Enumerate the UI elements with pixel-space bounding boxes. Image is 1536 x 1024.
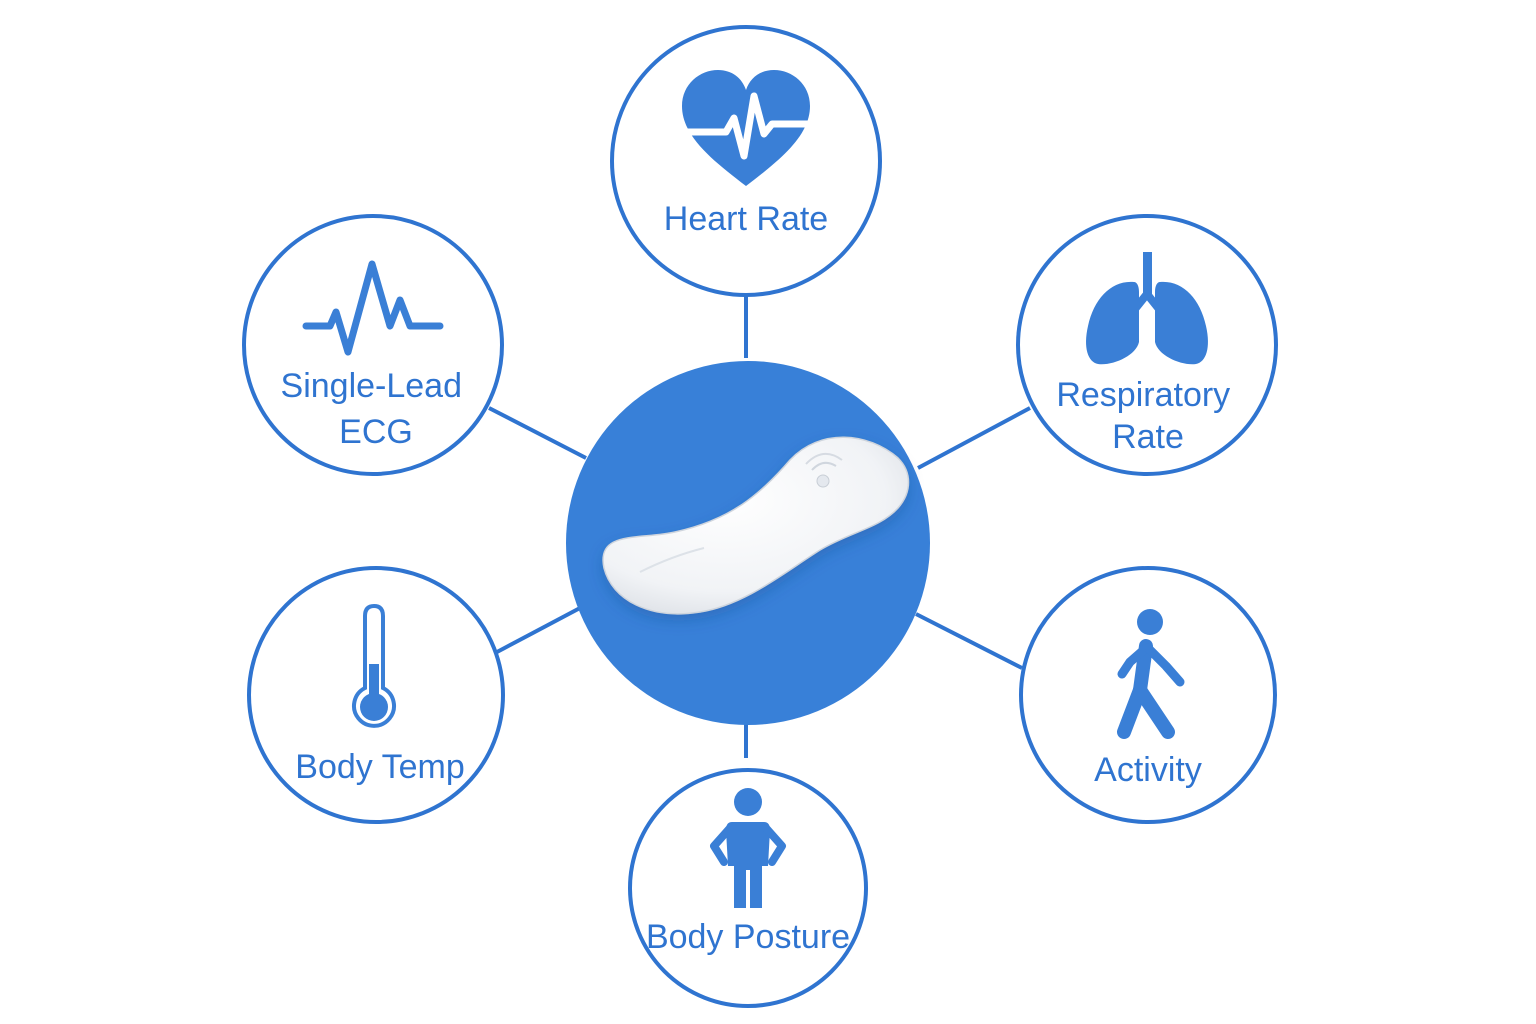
node-circle (1016, 214, 1278, 476)
label-line: Activity (1094, 751, 1202, 789)
standing-person-icon (710, 788, 786, 908)
node-activity: Activity (1019, 566, 1277, 824)
wearable-patch-icon (602, 436, 910, 615)
label-line: Rate (1112, 418, 1184, 456)
node-heart-rate: Heart Rate (610, 25, 882, 297)
walking-person-icon (1117, 609, 1185, 739)
node-label: Single-Lead ECG (281, 367, 472, 451)
node-label: Body Posture (646, 918, 850, 956)
label-line: Body Posture (646, 918, 850, 956)
node-circle (242, 214, 504, 476)
node-body-temp: Body Temp (247, 566, 505, 824)
connector-respiratory-rate (917, 406, 1031, 470)
node-label: Activity (1094, 751, 1202, 789)
node-label: Heart Rate (664, 200, 828, 238)
node-body-posture: Body Posture (628, 768, 868, 1008)
hub (566, 361, 930, 725)
node-circle (628, 768, 868, 1008)
connectors (488, 295, 1031, 758)
label-line: Body Temp (295, 748, 464, 786)
node-single-lead-ecg: Single-Lead ECG (242, 214, 504, 476)
connector-body-temp (496, 606, 581, 654)
label-line: Single-Lead (281, 367, 462, 405)
node-respiratory-rate: Respiratory Rate (1016, 214, 1278, 476)
label-line: ECG (339, 413, 413, 451)
node-label: Body Temp (295, 748, 464, 786)
label-line: Heart Rate (664, 200, 828, 238)
heart-pulse-icon (680, 70, 812, 186)
connector-single-lead-ecg (488, 406, 587, 460)
ecg-waveform-icon (302, 260, 444, 356)
lungs-icon (1086, 252, 1208, 365)
connector-activity (915, 612, 1023, 670)
label-line: Respiratory (1056, 376, 1230, 414)
thermometer-icon (352, 603, 396, 728)
node-label: Respiratory Rate (1056, 376, 1239, 456)
